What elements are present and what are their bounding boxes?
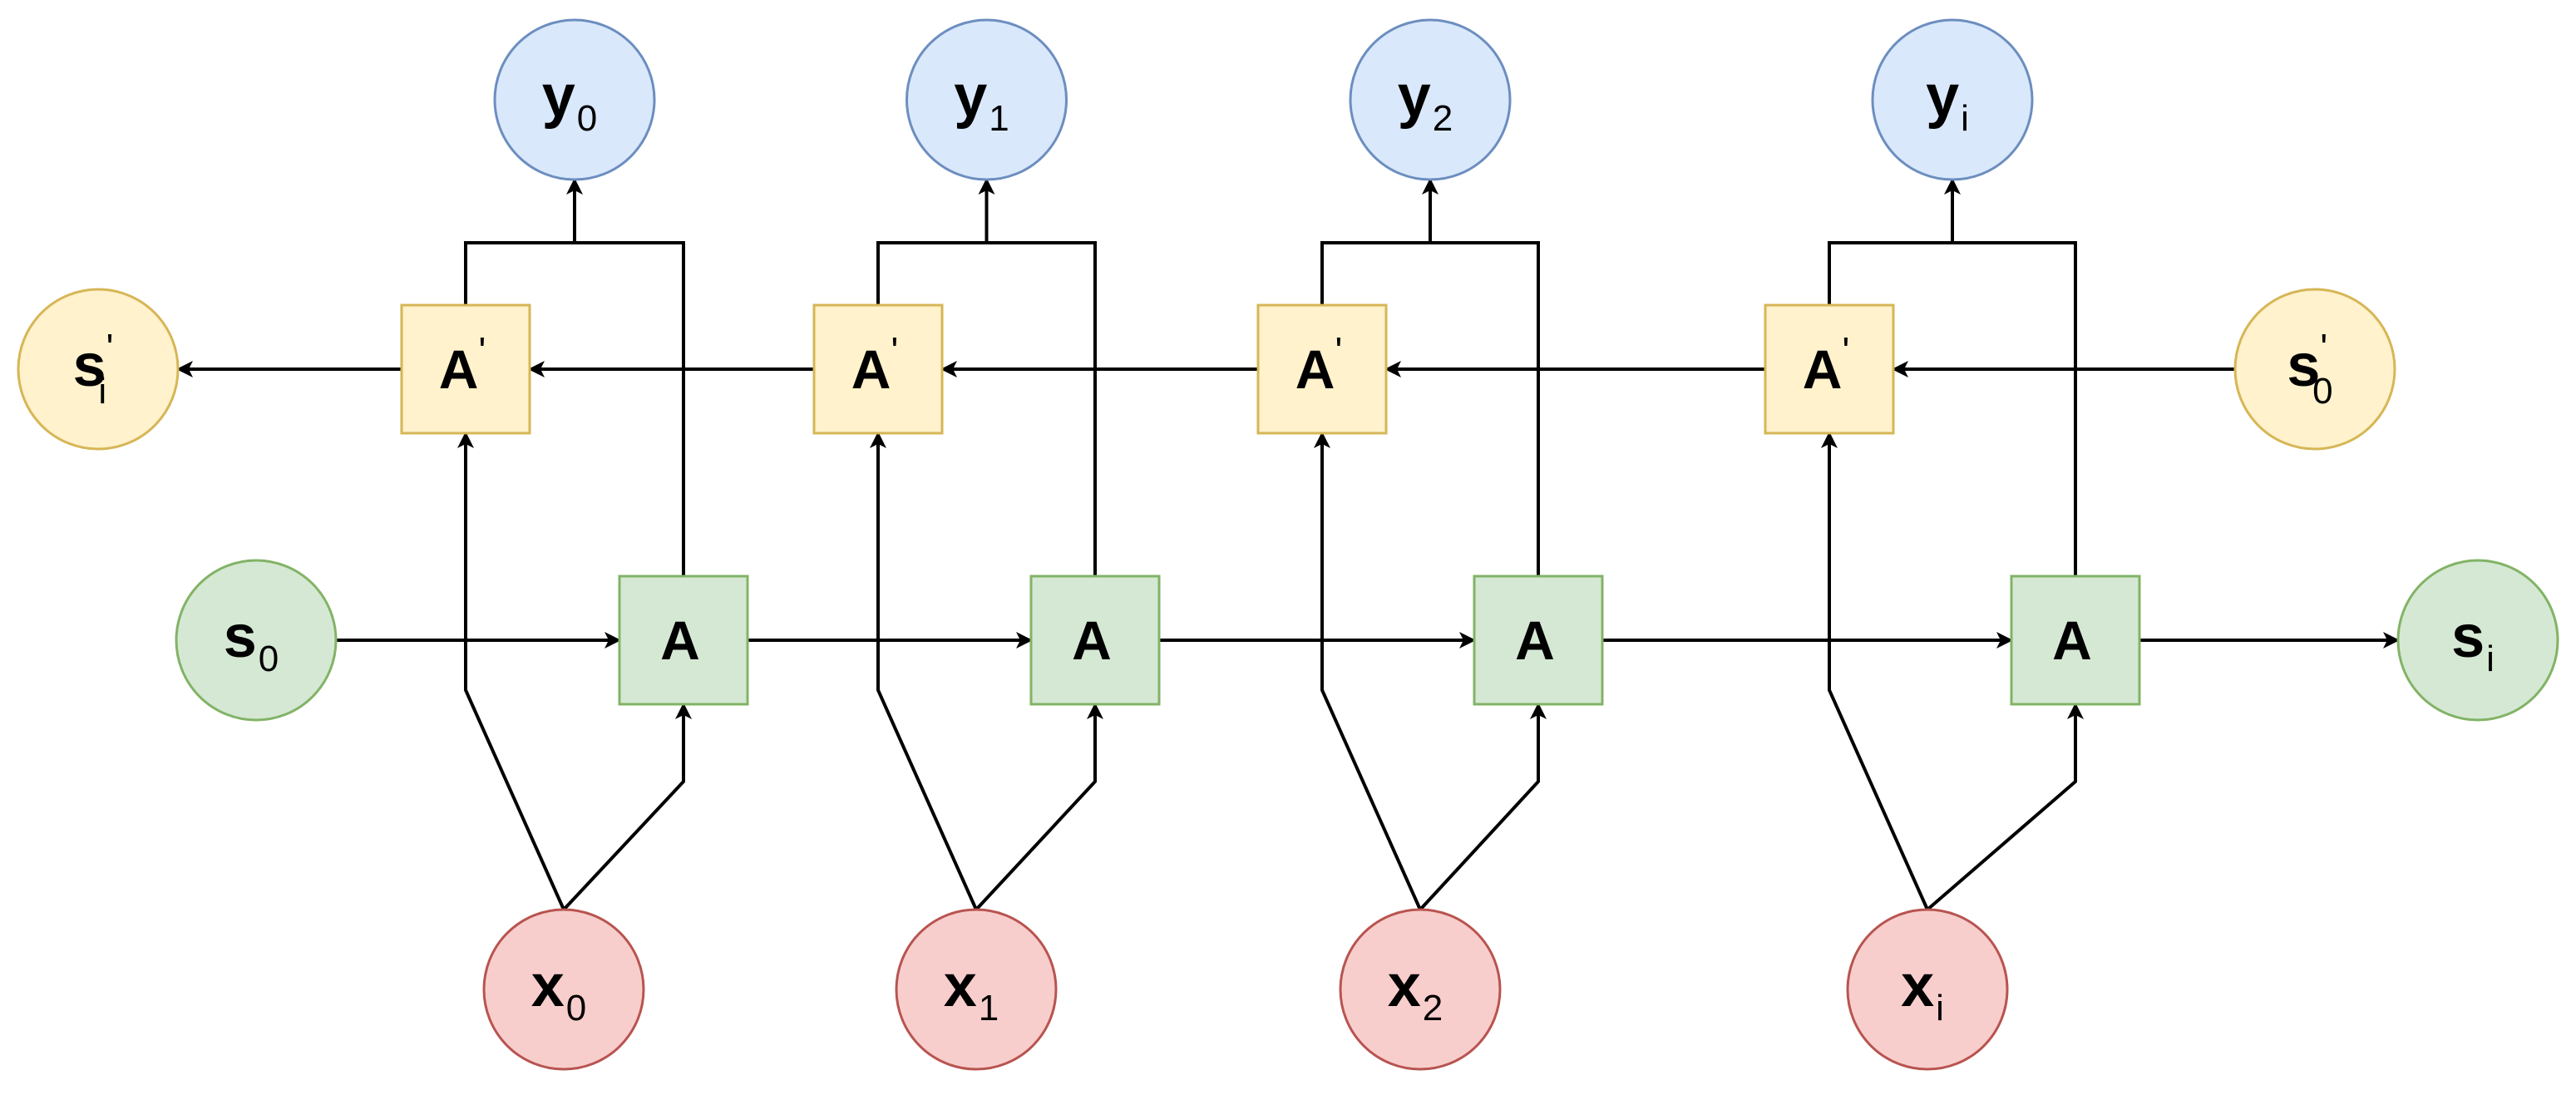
output-node-y1: y1	[906, 18, 1068, 181]
backward-state-final: s'i	[17, 288, 180, 451]
forward-state-initial: s0	[175, 559, 338, 722]
forward-cell-3: A	[1473, 575, 1604, 706]
forward-cell-4-label: A	[2052, 609, 2092, 671]
backward-state-initial: s'0	[2233, 288, 2396, 451]
backward-state-final-label: s'i	[73, 326, 114, 412]
output-node-y1-shape	[906, 18, 1068, 181]
backward-state-final-shape	[17, 288, 180, 451]
forward-state-final-shape	[2396, 559, 2559, 722]
forward-state-initial-shape	[175, 559, 338, 722]
output-node-y0-label: y0	[542, 63, 598, 139]
backward-cell-3-shape	[1256, 303, 1388, 435]
forward-cell-4-shape	[2010, 575, 2141, 706]
edge-input-3-to-backward-cell	[1314, 432, 1422, 910]
backward-cell-1: A'	[400, 303, 531, 435]
forward-state-final: si	[2396, 559, 2559, 722]
forward-state-initial-label: s0	[224, 604, 279, 679]
backward-state-initial-shape	[2233, 288, 2396, 451]
input-node-x1-shape	[895, 908, 1058, 1071]
forward-cell-4: A	[2010, 575, 2141, 706]
edge-backward-cell-3-to-merge	[1320, 241, 1430, 305]
backward-cell-1-shape	[400, 303, 531, 435]
forward-state-final-label: si	[2451, 604, 2495, 679]
input-node-x1-label: x1	[944, 953, 999, 1028]
input-node-x2: x2	[1339, 908, 1502, 1071]
edge-input-1-to-backward-cell	[457, 432, 565, 910]
edge-input-2-to-backward-cell	[870, 432, 978, 910]
input-node-x1: x1	[895, 908, 1058, 1071]
edge-forward-cell-2-to-merge	[986, 241, 1097, 576]
input-node-x2-label: x2	[1388, 953, 1443, 1028]
edges	[176, 178, 2400, 911]
input-node-xi-shape	[1846, 908, 2009, 1071]
forward-cell-2: A	[1029, 575, 1161, 706]
output-node-y0: y0	[493, 18, 656, 181]
output-node-y2-label: y2	[1398, 63, 1453, 139]
backward-state-initial-label: s'0	[2287, 326, 2332, 412]
backward-cell-2: A'	[812, 303, 944, 435]
backward-cell-1-label: A'	[439, 329, 486, 400]
forward-cell-1-shape	[618, 575, 749, 706]
forward-cell-1-label: A	[660, 609, 700, 671]
input-node-xi: xi	[1846, 908, 2009, 1071]
edge-forward-cell-4-to-merge	[1952, 241, 2077, 576]
output-node-yi-shape	[1871, 18, 2034, 181]
output-node-y2-shape	[1349, 18, 1512, 181]
output-node-y2: y2	[1349, 18, 1512, 181]
edge-input-4-to-forward-cell	[1926, 703, 2084, 911]
edge-backward-cell-2-to-merge	[876, 241, 987, 305]
forward-cell-1: A	[618, 575, 749, 706]
edge-input-4-to-backward-cell	[1821, 432, 1929, 910]
output-node-yi-label: yi	[1926, 63, 1969, 139]
backward-cell-4: A'	[1764, 303, 1895, 435]
edge-forward-cell-1-to-merge	[575, 241, 685, 576]
forward-cell-2-shape	[1029, 575, 1161, 706]
output-node-y0-shape	[493, 18, 656, 181]
backward-cell-4-shape	[1764, 303, 1895, 435]
edge-backward-cell-1-to-merge	[464, 241, 575, 305]
backward-cell-4-label: A'	[1803, 329, 1849, 400]
nodes: y0 x0 A' Ay1 x1 A' Ay2 x2 A' Ayi xi A' As'i s'0 s0 si	[17, 18, 2559, 1071]
backward-cell-3: A'	[1256, 303, 1388, 435]
input-node-xi-label: xi	[1901, 953, 1944, 1028]
edge-input-3-to-forward-cell	[1419, 703, 1547, 911]
output-node-y1-label: y1	[954, 63, 1009, 139]
forward-cell-3-label: A	[1515, 609, 1555, 671]
edge-backward-cell-4-to-merge	[1828, 241, 1952, 305]
backward-cell-2-shape	[812, 303, 944, 435]
edge-input-2-to-forward-cell	[975, 703, 1103, 911]
forward-cell-2-label: A	[1072, 609, 1112, 671]
backward-cell-2-label: A'	[851, 329, 898, 400]
input-node-x0-label: x0	[531, 953, 587, 1028]
edge-forward-cell-3-to-merge	[1430, 241, 1540, 576]
forward-cell-3-shape	[1473, 575, 1604, 706]
input-node-x2-shape	[1339, 908, 1502, 1071]
backward-cell-3-label: A'	[1295, 329, 1342, 400]
input-node-x0-shape	[482, 908, 645, 1071]
output-node-yi: yi	[1871, 18, 2034, 181]
input-node-x0: x0	[482, 908, 645, 1071]
edge-input-1-to-forward-cell	[562, 703, 692, 911]
